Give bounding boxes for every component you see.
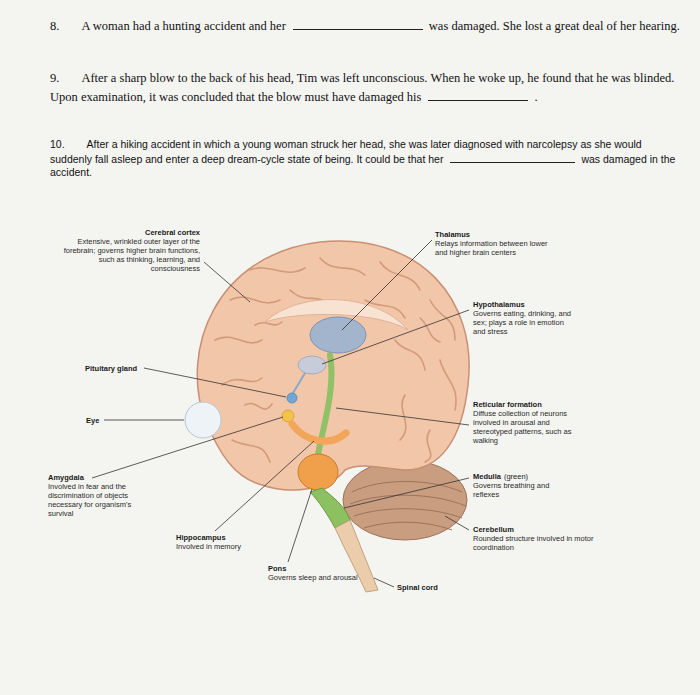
part-name: Medulla(green) xyxy=(473,472,573,481)
part-name-text: Cerebral cortex xyxy=(145,228,200,237)
part-name: Hypothalamus xyxy=(473,300,573,309)
question-number: 8. xyxy=(50,19,59,33)
question-text: . xyxy=(534,90,537,104)
part-name: Pons xyxy=(268,564,363,573)
part-name-text: Reticular formation xyxy=(473,400,542,409)
question-text: After a sharp blow to the back of his he… xyxy=(50,71,674,104)
question: 9.After a sharp blow to the back of his … xyxy=(50,70,682,106)
question-number: 9. xyxy=(50,71,59,85)
answer-blank xyxy=(293,16,423,30)
eye-shape xyxy=(185,402,221,438)
part-description: Diffuse collection of neurons involved i… xyxy=(473,409,583,445)
part-name-text: Hypothalamus xyxy=(473,300,525,309)
part-label: Cerebral cortexExtensive, wrinkled outer… xyxy=(58,228,200,273)
question-text: A woman had a hunting accident and her xyxy=(81,19,285,33)
part-note: (green) xyxy=(504,472,528,481)
part-description: Rounded structure involved in motor coor… xyxy=(473,534,598,552)
question: 8. A woman had a hunting accident and her… xyxy=(50,16,682,35)
part-label: HypothalamusGoverns eating, drinking, an… xyxy=(473,300,573,336)
part-name-text: Cerebellum xyxy=(473,525,514,534)
part-label: Reticular formationDiffuse collection of… xyxy=(473,400,583,445)
part-name-text: Thalamus xyxy=(435,230,470,239)
part-label: Medulla(green)Governs breathing and refl… xyxy=(473,472,573,499)
part-name-text: Medulla xyxy=(473,472,501,481)
part-name: Thalamus xyxy=(435,230,550,239)
part-label: CerebellumRounded structure involved in … xyxy=(473,525,598,552)
part-name-text: Eye xyxy=(86,416,99,425)
part-name: Cerebral cortex xyxy=(58,228,200,237)
part-description: Involved in memory xyxy=(176,542,276,551)
part-name-text: Hippocampus xyxy=(176,533,226,542)
question-text: After a hiking accident in which a young… xyxy=(50,138,642,165)
answer-blank xyxy=(428,87,528,101)
part-name-text: Spinal cord xyxy=(397,583,438,592)
part-label: Spinal cord xyxy=(397,583,457,592)
part-label: Eye xyxy=(86,416,116,425)
question-text: was damaged. She lost a great deal of he… xyxy=(429,19,680,33)
part-name: Reticular formation xyxy=(473,400,583,409)
part-name: Pituitary gland xyxy=(85,364,155,373)
leader-lines xyxy=(92,240,469,587)
cerebrum-shape xyxy=(197,241,469,490)
part-description: Extensive, wrinkled outer layer of the f… xyxy=(58,237,200,273)
question-number: 10. xyxy=(50,138,65,150)
inner-structures xyxy=(282,317,378,592)
part-name: Cerebellum xyxy=(473,525,598,534)
question: 10.After a hiking accident in which a yo… xyxy=(50,138,682,179)
part-label: AmygdalaInvolved in fear and the discrim… xyxy=(48,473,158,518)
part-label: ThalamusRelays information between lower… xyxy=(435,230,550,257)
part-name: Amygdala xyxy=(48,473,158,482)
part-label: Pituitary gland xyxy=(85,364,155,373)
part-name-text: Amygdala xyxy=(48,473,84,482)
part-name: Spinal cord xyxy=(397,583,457,592)
cerebellum-shape xyxy=(343,460,467,540)
part-label: PonsGoverns sleep and arousal xyxy=(268,564,363,582)
part-description: Governs sleep and arousal xyxy=(268,573,363,582)
part-description: Involved in fear and the discrimination … xyxy=(48,482,158,518)
part-description: Relays information between lower and hig… xyxy=(435,239,550,257)
part-name-text: Pons xyxy=(268,564,286,573)
part-label: HippocampusInvolved in memory xyxy=(176,533,276,551)
answer-blank xyxy=(450,151,575,163)
part-name-text: Pituitary gland xyxy=(85,364,137,373)
part-name: Hippocampus xyxy=(176,533,276,542)
part-name: Eye xyxy=(86,416,116,425)
part-description: Governs breathing and reflexes xyxy=(473,481,573,499)
part-description: Governs eating, drinking, and sex; plays… xyxy=(473,309,573,336)
